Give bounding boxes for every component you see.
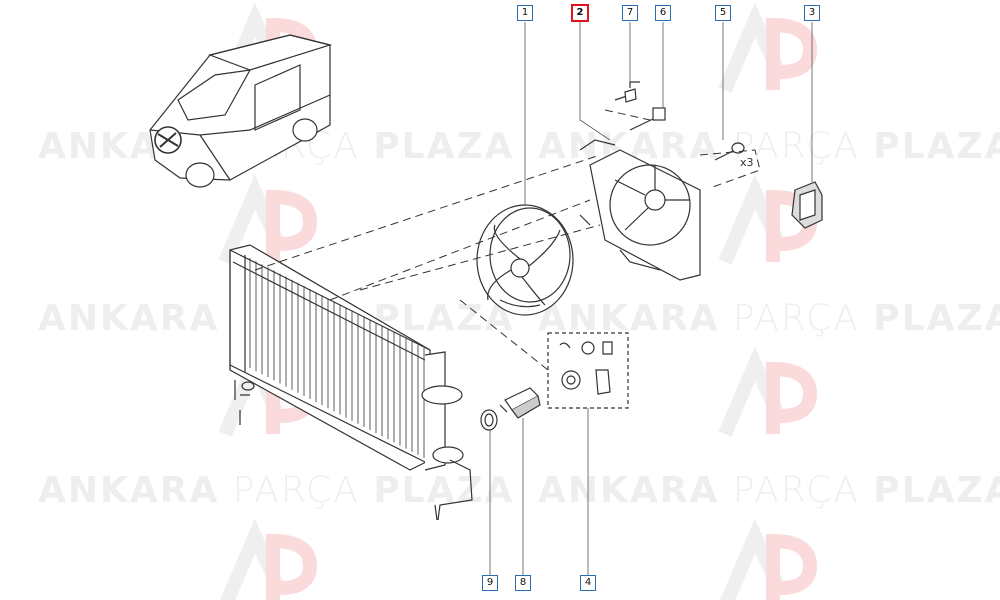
van-illustration (149, 34, 333, 188)
ap-logo-icon (219, 518, 318, 600)
assembly-lines (254, 109, 761, 371)
ap-logo-icon (718, 2, 818, 93)
watermark-text: ANKARA PARÇA PLAZA (38, 470, 515, 511)
clip-3 (791, 181, 823, 229)
leader-lines (489, 22, 813, 575)
sensor-8 (499, 387, 541, 419)
callout-9: 9 (482, 575, 498, 591)
ap-logo-icon (218, 174, 318, 265)
kit-4 (547, 332, 629, 409)
ap-logo-icon (718, 346, 818, 437)
callout-5: 5 (715, 5, 731, 21)
callout-8: 8 (515, 575, 531, 591)
radiator (229, 244, 473, 521)
callout-3: 3 (804, 5, 820, 21)
callout-7: 7 (622, 5, 638, 21)
watermark-text: ANKARA PARÇA PLAZA (538, 470, 1000, 511)
quantity-note: x3 (740, 156, 754, 169)
callout-2: 2 (571, 4, 589, 22)
fan-blade (476, 204, 574, 316)
bolt-6 (629, 107, 666, 131)
watermark-text: ANKARA PARÇA PLAZA (538, 298, 1000, 339)
washer-9 (480, 409, 498, 431)
watermark-text: ANKARA PARÇA PLAZA (538, 126, 1000, 167)
fan-shroud (579, 139, 701, 281)
ap-logo-watermarks (218, 2, 818, 600)
callout-4: 4 (580, 575, 596, 591)
callout-6: 6 (655, 5, 671, 21)
ap-logo-icon (719, 518, 818, 600)
screw-7 (614, 81, 640, 103)
callout-1: 1 (517, 5, 533, 21)
